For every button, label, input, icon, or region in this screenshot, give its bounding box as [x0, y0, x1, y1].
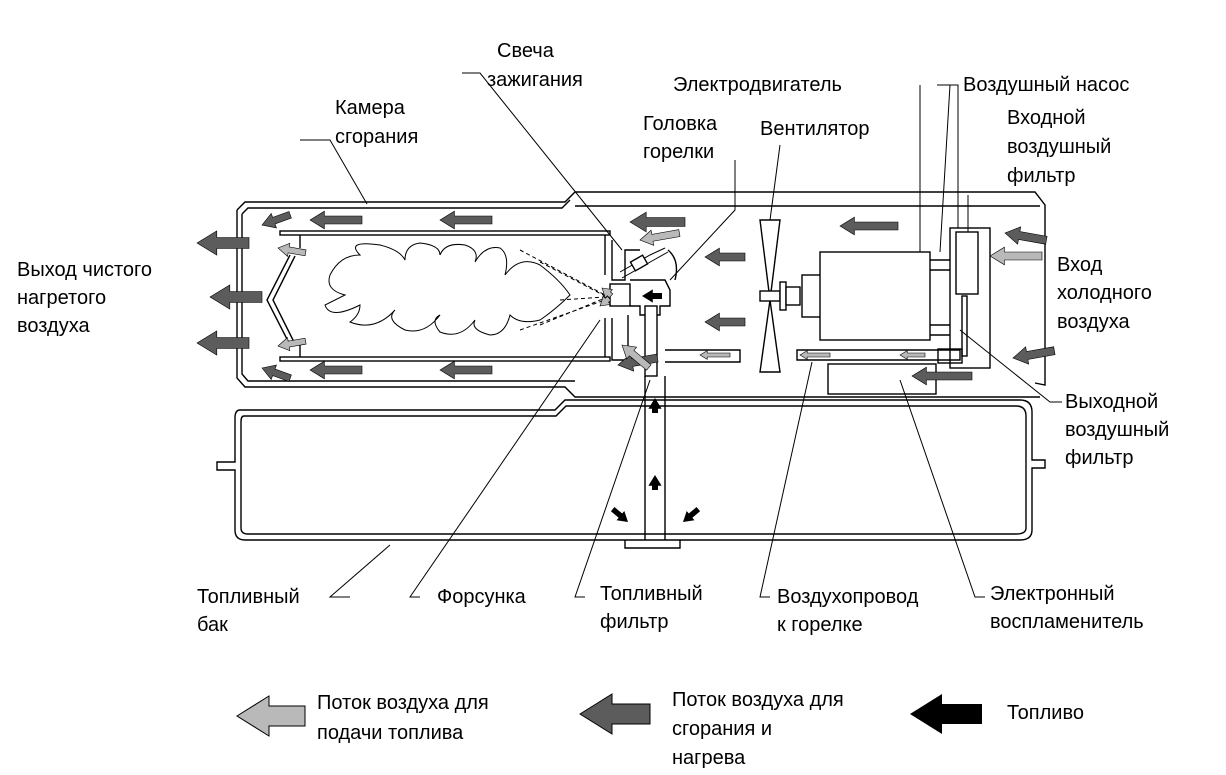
flow-arrow: [1012, 346, 1056, 365]
svg-text:Топливо: Топливо: [1007, 702, 1084, 724]
label-fuel-filter: Топливный фильтр: [600, 583, 703, 633]
svg-text:нагрева: нагрева: [672, 747, 746, 769]
flow-arrow: [899, 350, 926, 360]
combustion-chamber: [266, 230, 611, 362]
flow-arrow: [629, 211, 686, 233]
flow-arrow: [277, 242, 307, 257]
leader-lines: [300, 72, 1062, 598]
flow-arrow: [1004, 226, 1048, 245]
svg-text:Воздухопровод: Воздухопровод: [777, 586, 919, 608]
svg-text:нагретого: нагретого: [17, 287, 106, 309]
fan-blade: [759, 219, 801, 373]
svg-text:фильтр: фильтр: [1065, 447, 1133, 469]
svg-text:Электронный: Электронный: [990, 583, 1115, 605]
label-spark-plug: Свеча зажигания: [487, 40, 583, 91]
flow-arrow: [439, 210, 493, 230]
flow-arrow: [839, 216, 899, 236]
svg-text:Камера: Камера: [335, 97, 406, 119]
svg-text:воспламенитель: воспламенитель: [990, 611, 1144, 633]
dark-arrow-icon: [579, 693, 651, 735]
label-motor: Электродвигатель: [673, 74, 842, 96]
svg-text:воздуха: воздуха: [17, 315, 90, 337]
flow-arrow: [642, 289, 662, 303]
electric-motor: [801, 251, 950, 341]
flow-arrow: [439, 360, 493, 380]
svg-text:подачи топлива: подачи топлива: [317, 722, 464, 744]
flow-arrow: [209, 284, 263, 310]
svg-text:Топливный: Топливный: [600, 583, 703, 605]
svg-text:Головка: Головка: [643, 113, 718, 135]
flow-arrow: [601, 287, 614, 299]
svg-text:Выход чистого: Выход чистого: [17, 259, 152, 281]
svg-text:Входной: Входной: [1007, 107, 1086, 129]
svg-text:зажигания: зажигания: [487, 69, 583, 91]
label-cold-air-in: Вход холодного воздуха: [1057, 254, 1152, 333]
svg-text:воздуха: воздуха: [1057, 311, 1130, 333]
svg-text:бак: бак: [197, 614, 228, 636]
flow-arrow: [599, 295, 612, 307]
label-fan: Вентилятор: [760, 118, 870, 140]
svg-text:сгорания и: сгорания и: [672, 718, 772, 740]
svg-text:Поток воздуха для: Поток воздуха для: [672, 689, 844, 711]
label-hot-air-out: Выход чистого нагретого воздуха: [17, 259, 152, 337]
burner-head: [609, 240, 678, 377]
flow-arrow: [196, 230, 250, 256]
flow-arrow: [277, 337, 307, 352]
svg-text:сгорания: сгорания: [335, 126, 418, 148]
svg-text:Вход: Вход: [1057, 254, 1103, 276]
svg-text:фильтр: фильтр: [600, 611, 668, 633]
flow-arrow: [196, 330, 250, 356]
black-arrow-icon: [910, 694, 982, 734]
flow-arrow: [704, 312, 746, 332]
svg-text:Выходной: Выходной: [1065, 391, 1158, 413]
flow-arrow: [610, 507, 628, 522]
flow-arrow: [648, 475, 662, 490]
flow-arrow: [699, 350, 731, 360]
label-combustion-chamber: Камера сгорания: [335, 97, 418, 148]
flow-arrow: [704, 247, 746, 267]
flow-arrow: [309, 210, 363, 230]
svg-text:к горелке: к горелке: [777, 614, 863, 636]
fuel-pickup-tube: [644, 349, 741, 540]
svg-text:горелки: горелки: [643, 141, 714, 163]
flow-arrow: [911, 366, 973, 386]
legend: Поток воздуха для подачи топлива Поток в…: [236, 689, 1084, 769]
flow-arrow: [261, 211, 292, 229]
svg-text:Топливный: Топливный: [197, 586, 300, 608]
label-fuel-tank: Топливный бак: [197, 586, 300, 636]
flow-arrow: [639, 229, 681, 246]
flow-arrow: [989, 246, 1043, 266]
flow-arrow: [648, 398, 662, 413]
label-inlet-filter: Входной воздушный фильтр: [1007, 107, 1111, 187]
fuel-tank: [216, 399, 1046, 549]
legend-item-fuel: Топливо: [910, 694, 1084, 734]
svg-text:воздушный: воздушный: [1007, 136, 1111, 158]
label-air-pump: Воздушный насос: [963, 74, 1129, 96]
label-burner-head: Головка горелки: [643, 113, 718, 163]
label-outlet-filter: Выходной воздушный фильтр: [1065, 391, 1169, 469]
light-arrow-icon: [236, 695, 306, 737]
svg-text:фильтр: фильтр: [1007, 165, 1075, 187]
label-nozzle: Форсунка: [437, 586, 527, 608]
label-air-line: Воздухопровод к горелке: [777, 586, 919, 636]
svg-text:Поток воздуха для: Поток воздуха для: [317, 692, 489, 714]
flow-arrow: [309, 360, 363, 380]
legend-item-fuel-air: Поток воздуха для подачи топлива: [236, 692, 489, 744]
svg-text:Свеча: Свеча: [497, 40, 555, 62]
label-igniter: Электронный воспламенитель: [990, 583, 1144, 633]
air-pump: [937, 227, 991, 369]
flow-arrow: [799, 350, 831, 360]
flow-arrows: [196, 210, 1056, 522]
flow-arrow: [621, 344, 652, 371]
svg-text:холодного: холодного: [1057, 282, 1152, 304]
flow-arrow: [683, 507, 701, 522]
legend-item-combustion-air: Поток воздуха для сгорания и нагрева: [579, 689, 844, 769]
svg-text:воздушный: воздушный: [1065, 419, 1169, 441]
flow-arrow: [261, 364, 292, 382]
